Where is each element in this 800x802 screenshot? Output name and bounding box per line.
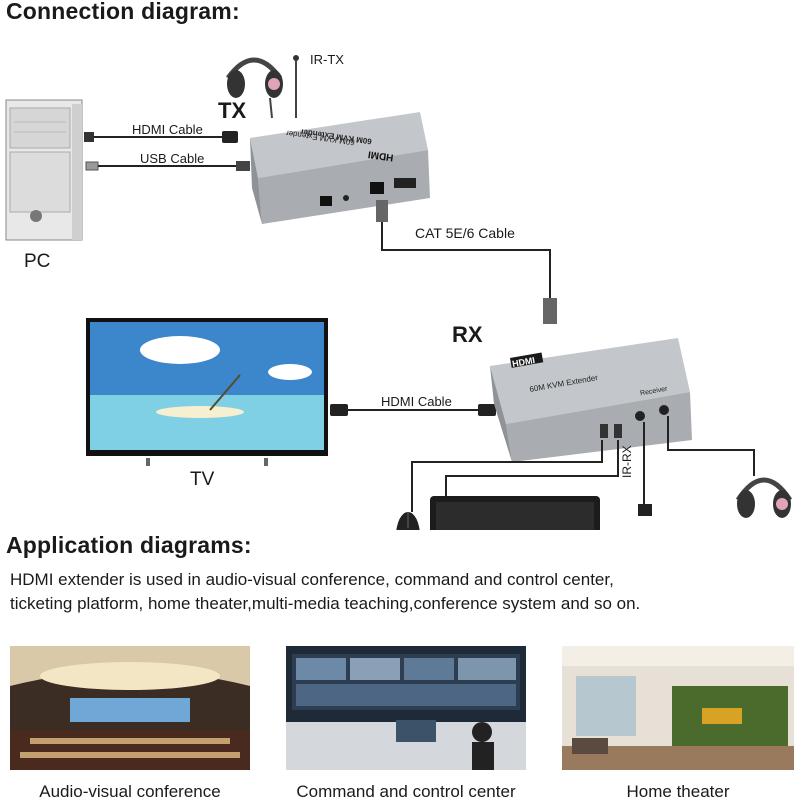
ir-rx-sensor-icon	[638, 504, 652, 516]
conference-hall-photo	[10, 646, 250, 770]
home-theater-photo	[562, 646, 794, 770]
hdmi-cable-bottom-label: HDMI Cable	[381, 394, 452, 409]
connection-diagram: 60M KVM Extender 60M KVM Extender	[5, 55, 793, 530]
scene-caption-control-center: Command and control center	[296, 782, 516, 801]
tx-device: 60M KVM Extender	[250, 112, 430, 224]
hdmi-cable-top-label: HDMI Cable	[132, 122, 203, 137]
headphone-rx-icon	[735, 477, 793, 518]
ir-rx-label: IR-RX	[620, 445, 634, 478]
rx-device: 60M KVM Extender	[490, 338, 692, 462]
hdmi-cable-bottom	[330, 404, 496, 416]
usb-cable-label: USB Cable	[140, 151, 205, 166]
scene-caption-home-theater: Home theater	[626, 782, 730, 801]
pc-tower-icon	[5, 99, 83, 241]
scene-caption-conference: Audio-visual conference	[39, 782, 221, 801]
cat-cable	[376, 200, 557, 324]
application-diagrams-title: Application diagrams:	[6, 532, 252, 558]
ir-tx-label: IR-TX	[310, 52, 344, 67]
control-room-photo	[286, 646, 526, 770]
tv-screen-icon	[86, 318, 328, 466]
connection-diagram-title: Connection diagram:	[6, 0, 240, 24]
cat-cable-label: CAT 5E/6 Cable	[415, 225, 515, 241]
usb-cable	[85, 161, 250, 171]
pc-label: PC	[24, 251, 51, 272]
mouse-icon	[396, 512, 420, 530]
application-description-line1: HDMI extender is used in audio-visual co…	[10, 570, 614, 589]
application-description-line2: ticketing platform, home theater,multi-m…	[10, 594, 641, 613]
ir-tx-sensor-icon	[293, 55, 299, 118]
headphone-tx-icon	[225, 57, 283, 119]
hdmi-cable-top	[84, 131, 238, 143]
tv-label: TV	[190, 469, 215, 490]
tx-label: TX	[218, 98, 247, 123]
keyboard-icon	[430, 496, 600, 530]
rx-label: RX	[452, 322, 483, 347]
